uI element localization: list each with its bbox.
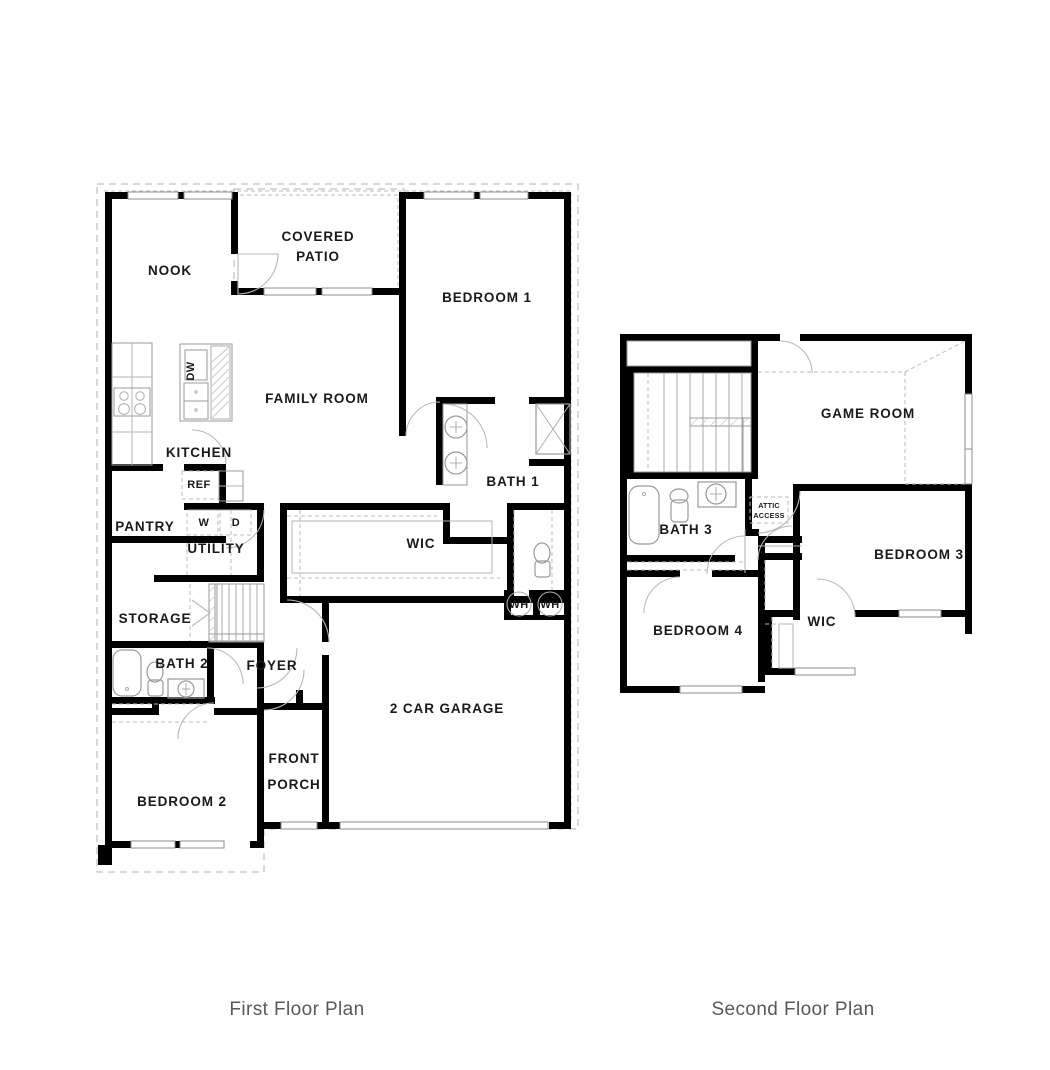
appliance-label-dishwasher: DW xyxy=(185,361,197,380)
second-floor-stairs xyxy=(626,340,752,473)
water-heaters: WH WH xyxy=(506,591,563,617)
room-label-nook: NOOK xyxy=(148,263,192,278)
room-label-kitchen: KITCHEN xyxy=(166,445,232,460)
room-label-wic-first-floor: WIC xyxy=(407,536,436,551)
appliance-label-dryer: D xyxy=(232,517,240,529)
room-label-storage: STORAGE xyxy=(119,611,192,626)
first-floor-door-swings xyxy=(177,253,488,740)
room-label-bath-2: BATH 2 xyxy=(155,656,208,671)
second-floor-door-swings xyxy=(643,340,856,618)
room-label-bedroom-3: BEDROOM 3 xyxy=(874,547,964,562)
appliance-label-water-heater-2: WH xyxy=(540,599,559,611)
second-floor-caption: Second Floor Plan xyxy=(711,999,874,1020)
appliance-label-water-heater-1: WH xyxy=(509,599,528,611)
wic1-shelving xyxy=(287,510,500,596)
appliance-label-refrigerator: REF xyxy=(187,479,211,491)
room-label-front-porch-line1: FRONT xyxy=(269,751,320,766)
room-label-pantry: PANTRY xyxy=(115,519,174,534)
second-floor-windows xyxy=(679,393,973,694)
room-label-wic-second-floor: WIC xyxy=(808,614,837,629)
room-label-bath-1: BATH 1 xyxy=(486,474,539,489)
first-floor-stairs xyxy=(189,583,265,643)
bath2-fixtures xyxy=(112,649,207,723)
room-label-bedroom-1: BEDROOM 1 xyxy=(442,290,532,305)
room-label-foyer: FOYER xyxy=(246,658,297,673)
first-floor-caption: First Floor Plan xyxy=(229,999,364,1020)
wic2-shelving xyxy=(764,560,794,669)
kitchen-fixtures xyxy=(111,342,252,575)
room-label-front-porch-line2: PORCH xyxy=(267,777,320,792)
attic-access-label-line2: ACCESS xyxy=(753,511,784,520)
covered-patio-outline xyxy=(233,188,405,293)
room-label-family-room: FAMILY ROOM xyxy=(265,391,369,406)
appliance-label-washer: W xyxy=(199,517,210,529)
second-floor-labels: GAME ROOM BATH 3 BEDROOM 3 BEDROOM 4 WIC xyxy=(653,406,964,638)
room-label-game-room: GAME ROOM xyxy=(821,406,915,421)
attic-access-marker: ATTIC ACCESS xyxy=(749,496,789,524)
bath1-fixtures xyxy=(442,403,571,590)
room-label-garage: 2 CAR GARAGE xyxy=(390,701,504,716)
room-label-covered-patio-line1: COVERED xyxy=(281,229,354,244)
first-floor-windows xyxy=(127,191,549,849)
game-room-ceiling-outline xyxy=(758,340,966,485)
room-label-covered-patio-line2: PATIO xyxy=(296,249,340,264)
first-floor-plan: NOOK COVERED PATIO BEDROOM 1 FAMILY ROOM… xyxy=(96,183,579,873)
bath3-fixtures xyxy=(627,481,745,571)
attic-access-label-line1: ATTIC xyxy=(758,501,780,510)
room-label-utility: UTILITY xyxy=(187,541,244,556)
room-label-bath-3: BATH 3 xyxy=(659,522,712,537)
room-label-bedroom-2: BEDROOM 2 xyxy=(137,794,227,809)
first-floor-labels: NOOK COVERED PATIO BEDROOM 1 FAMILY ROOM… xyxy=(115,229,539,809)
second-floor-plan: ATTIC ACCESS GAME ROOM BATH 3 BEDROOM 3 … xyxy=(620,334,973,694)
room-label-bedroom-4: BEDROOM 4 xyxy=(653,623,743,638)
